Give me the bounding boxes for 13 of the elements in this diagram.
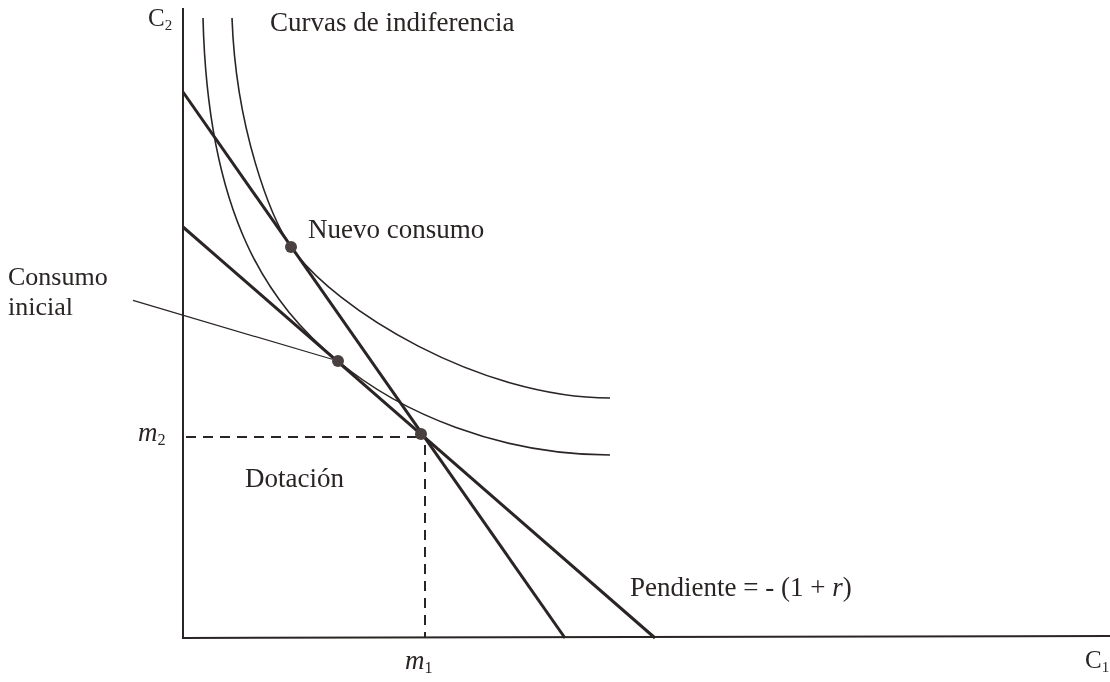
point-marker (285, 241, 297, 253)
axis-label: m$_{2}$ (138, 418, 166, 448)
axis-label: C$_{2}$ (148, 4, 173, 32)
axis-label: C$_{1}$ (1085, 646, 1110, 674)
axis-label: Curvas de indiferencia (270, 8, 515, 38)
axis-label: m$_{1}$ (405, 646, 433, 676)
leader-line (132, 299, 333, 360)
axis-label: Nuevo consumo (308, 215, 485, 245)
axis-label: Dotación (245, 464, 344, 494)
point-marker (415, 428, 427, 440)
annotation-text: Consumo inicial (8, 262, 133, 322)
axis-label: Pendiente = - (1 + r) (630, 573, 852, 603)
point-marker (332, 355, 344, 367)
